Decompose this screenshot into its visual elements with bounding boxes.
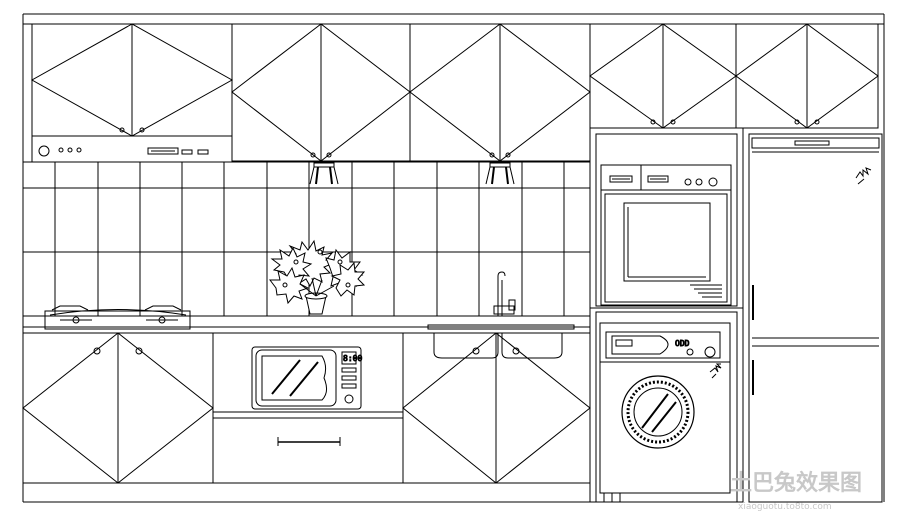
- base-cabinet-sink: [402, 332, 591, 484]
- washer-program-label: ODD: [675, 339, 690, 348]
- washing-machine: ODD: [599, 322, 731, 494]
- watermark-url: xiaoguotu.to8to.com: [738, 502, 832, 512]
- microwave-oven: 8:00: [251, 346, 363, 410]
- outer-frame: [22, 13, 885, 503]
- cabinet-lamps: [309, 162, 515, 185]
- base-cabinet-left: [22, 332, 214, 484]
- refrigerator: [748, 133, 883, 503]
- plinth-hatch: [600, 492, 730, 502]
- gas-hob: [44, 305, 191, 330]
- sink-basin: [433, 332, 563, 359]
- base-cabinet-middle: [212, 332, 404, 484]
- watermark: 土巴兔效果图 xiaoguotu.to8to.com: [730, 470, 862, 512]
- built-in-oven: [600, 164, 732, 306]
- potted-plant: [269, 239, 366, 315]
- faucet: [493, 271, 516, 316]
- lamp-right: [485, 162, 515, 185]
- tile-backsplash: [23, 161, 590, 317]
- tall-column-cabinet: [589, 127, 744, 503]
- range-hood: [31, 135, 233, 163]
- drawer-handle: [277, 437, 341, 446]
- microwave-display-text: 8:00: [343, 354, 362, 363]
- upper-cabinets: [30, 23, 879, 162]
- watermark-title: 土巴兔效果图: [730, 470, 862, 496]
- lamp-left: [309, 162, 339, 185]
